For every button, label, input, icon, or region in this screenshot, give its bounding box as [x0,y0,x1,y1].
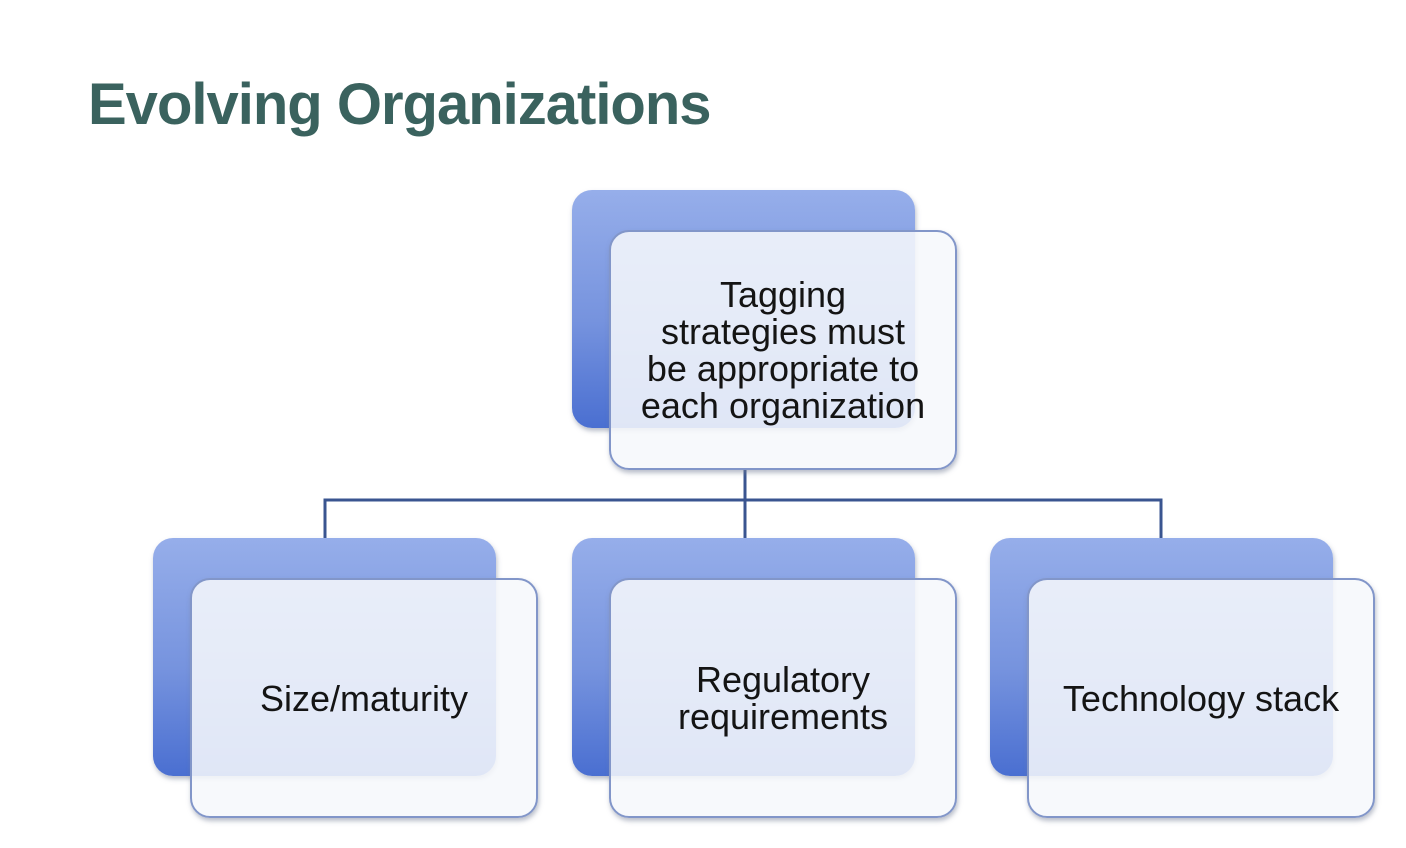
child-node-label: Technology stack [1062,677,1340,719]
org-chart-child-node-regulatory: Regulatory requirements [572,538,957,818]
connector-path [323,468,1163,542]
org-chart-child-node-size-maturity: Size/maturity [153,538,538,818]
child-node-front-shape: Regulatory requirements [609,578,957,818]
org-chart-root-node: Tagging strategies must be appropriate t… [572,190,957,470]
child-node-front-shape: Size/maturity [190,578,538,818]
root-node-front-shape: Tagging strategies must be appropriate t… [609,230,957,470]
child-node-label: Regulatory requirements [677,659,889,737]
child-node-label: Size/maturity [259,677,469,719]
child-node-front-shape: Technology stack [1027,578,1375,818]
slide-title: Evolving Organizations [88,71,712,137]
root-node-label: Tagging strategies must be appropriate t… [640,274,926,426]
org-chart-child-node-technology: Technology stack [990,538,1375,818]
